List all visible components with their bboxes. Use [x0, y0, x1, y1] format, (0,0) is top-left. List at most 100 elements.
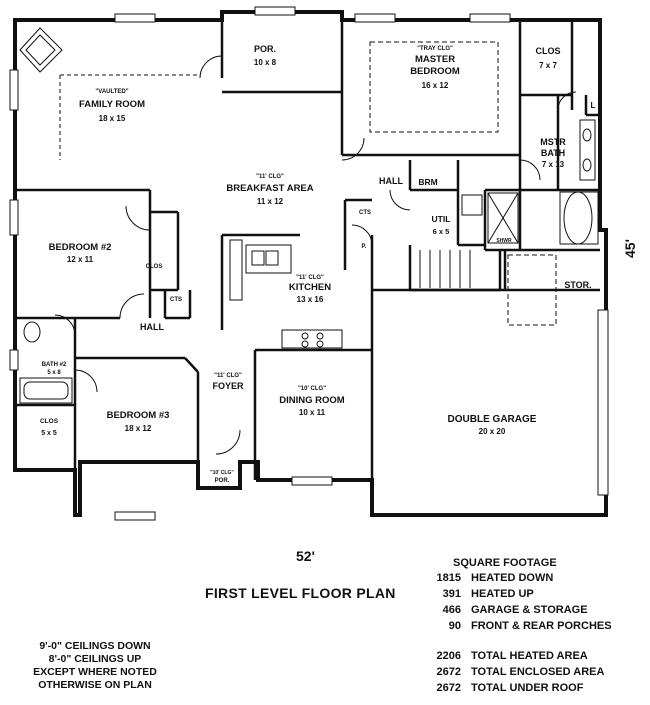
sqft-row: 90 FRONT & REAR PORCHES: [425, 620, 612, 632]
room-note: "11' CLG": [296, 275, 324, 281]
walls: [13, 10, 608, 517]
sqft-value: 1815: [436, 572, 461, 584]
sqft-label: GARAGE & STORAGE: [471, 604, 588, 616]
room-size: 18 x 12: [125, 424, 152, 433]
room-size: 16 x 12: [422, 81, 449, 90]
room-hall-lower: HALL: [140, 322, 164, 332]
sqft-value: 2672: [436, 682, 461, 694]
room-double-garage: DOUBLE GARAGE 20 x 20: [448, 414, 537, 436]
room-name: MSTR: [540, 137, 566, 147]
sqft-value: 466: [442, 604, 461, 616]
sqft-value: 2672: [436, 666, 461, 678]
room-name: HALL: [379, 176, 403, 186]
room-closet-bed3: CLOS 5 x 5: [40, 418, 59, 437]
ceiling-note: OTHERWISE ON PLAN: [38, 679, 152, 691]
room-size: 12 x 11: [67, 255, 94, 264]
ceiling-notes: 9'-0" CEILINGS DOWN 8'-0" CEILINGS UP EX…: [15, 640, 175, 692]
room-bath-2: BATH #2 5 x 8: [42, 362, 67, 376]
room-note: "10' CLG": [210, 470, 234, 476]
room-size: 7 x 7: [539, 61, 557, 70]
room-size: 5 x 8: [47, 370, 61, 376]
room-master-bedroom: "TRAY CLG" MASTER BEDROOM 16 x 12: [410, 46, 460, 90]
sqft-label: TOTAL ENCLOSED AREA: [471, 666, 605, 678]
room-name: BATH: [541, 148, 565, 158]
room-name: UTIL: [432, 214, 451, 224]
fixtures: [9, 6, 609, 521]
room-size: 6 x 5: [433, 227, 450, 236]
sqft-label: TOTAL HEATED AREA: [471, 650, 588, 662]
room-size: 10 x 11: [299, 408, 326, 417]
room-hall-upper: HALL: [379, 176, 403, 186]
sqft-row: 2672 TOTAL ENCLOSED AREA: [425, 666, 605, 678]
room-breakfast-area: "11' CLG" BREAKFAST AREA 11 x 12: [226, 174, 313, 206]
room-linen: L: [591, 101, 596, 110]
room-cts-upper: CTS: [359, 210, 371, 216]
room-name: FOYER: [212, 381, 244, 391]
room-porch-rear: POR. 10 x 8: [254, 44, 277, 67]
room-name: MASTER: [415, 54, 455, 65]
room-name: DOUBLE GARAGE: [448, 414, 537, 425]
width-dimension: 52': [296, 548, 315, 564]
room-name: POR.: [254, 44, 276, 54]
ceiling-note: 9'-0" CEILINGS DOWN: [39, 640, 151, 652]
room-name: CTS: [170, 297, 182, 303]
room-name: P.: [362, 244, 367, 250]
room-name: POR.: [215, 478, 230, 484]
room-dining-room: "10' CLG" DINING ROOM 10 x 11: [279, 386, 345, 417]
room-name: STOR.: [564, 280, 591, 290]
room-note: "VAULTED": [95, 89, 128, 95]
room-name: DINING ROOM: [279, 395, 345, 406]
room-name: KITCHEN: [289, 282, 331, 293]
room-name: CLOS: [40, 418, 59, 425]
room-name: HALL: [140, 322, 164, 332]
sqft-label: FRONT & REAR PORCHES: [471, 620, 612, 632]
room-bedroom-3: BEDROOM #3 18 x 12: [107, 410, 170, 433]
room-name: BEDROOM #2: [49, 242, 112, 253]
room-size: 7 x 13: [542, 160, 565, 169]
room-name: BEDROOM: [410, 66, 460, 77]
room-labels: "VAULTED" FAMILY ROOM 18 x 15 POR. 10 x …: [40, 44, 596, 484]
room-name: CLOS: [535, 46, 560, 56]
room-size: 5 x 5: [41, 430, 57, 437]
sqft-value: 391: [442, 588, 461, 600]
square-footage-heading: SQUARE FOOTAGE: [453, 557, 557, 569]
sqft-label: HEATED DOWN: [471, 572, 554, 584]
room-size: 20 x 20: [479, 427, 506, 436]
sqft-row: 2206 TOTAL HEATED AREA: [425, 650, 588, 662]
room-master-bath: MSTR BATH 7 x 13: [540, 137, 566, 169]
room-note: "TRAY CLG": [417, 46, 453, 52]
depth-dimension: 45': [622, 239, 638, 258]
room-name: CTS: [359, 210, 371, 216]
sqft-row: 1815 HEATED DOWN: [425, 572, 554, 584]
ceiling-note: 8'-0" CEILINGS UP: [48, 653, 142, 665]
room-size: 13 x 16: [297, 295, 324, 304]
plan-title: FIRST LEVEL FLOOR PLAN: [205, 585, 396, 601]
room-utility: UTIL 6 x 5: [432, 214, 451, 236]
room-cts-lower: CTS: [170, 297, 182, 303]
room-shower: SHWR: [496, 238, 512, 244]
room-name: L: [591, 101, 596, 110]
room-storage: STOR.: [564, 280, 591, 290]
room-name: BREAKFAST AREA: [226, 183, 313, 194]
room-name: BATH #2: [42, 362, 67, 368]
room-name: BEDROOM #3: [107, 410, 170, 421]
room-foyer: "11' CLG" FOYER: [212, 373, 244, 391]
sqft-value: 90: [448, 620, 461, 632]
ceiling-note: EXCEPT WHERE NOTED: [33, 666, 157, 678]
room-note: "11' CLG": [214, 373, 242, 379]
room-closet-bed2: CLOS: [146, 264, 163, 270]
room-brm: BRM: [418, 177, 437, 187]
room-name: SHWR: [496, 238, 512, 244]
room-closet-master: CLOS 7 x 7: [535, 46, 560, 70]
room-porch-front: "10' CLG" POR.: [210, 470, 234, 484]
room-name: FAMILY ROOM: [79, 99, 145, 110]
room-family-room: "VAULTED" FAMILY ROOM 18 x 15: [79, 89, 145, 123]
room-size: 18 x 15: [99, 114, 126, 123]
interior-walls: [13, 20, 600, 480]
sqft-row: 466 GARAGE & STORAGE: [425, 604, 588, 616]
room-size: 10 x 8: [254, 58, 277, 67]
sqft-value: 2206: [436, 650, 461, 662]
room-name: BRM: [418, 177, 437, 187]
